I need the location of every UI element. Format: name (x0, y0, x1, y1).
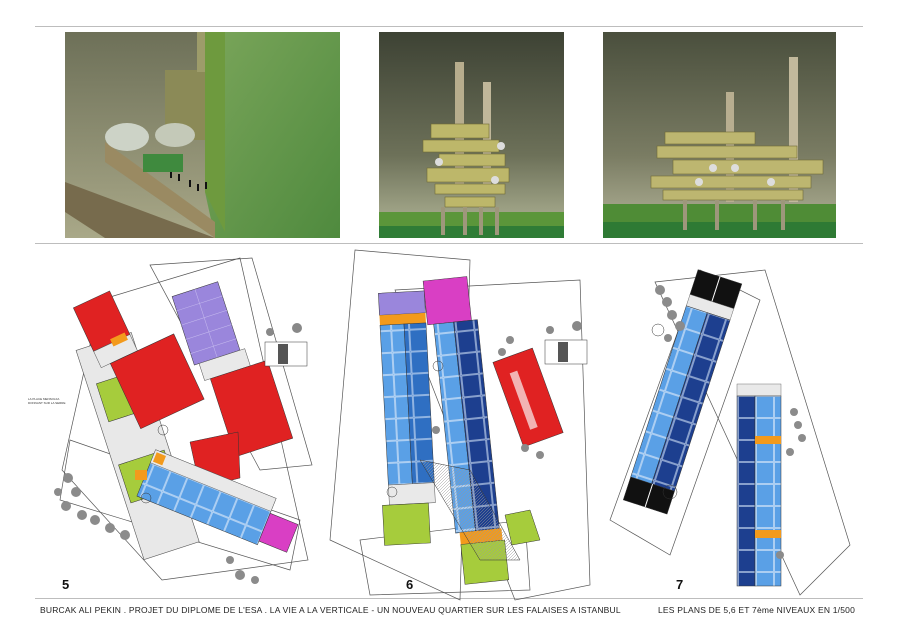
plan5-section-icon (264, 323, 308, 367)
top-divider (35, 26, 863, 27)
plan5-violet-wing (171, 281, 294, 458)
svg-text:DONNANT SUR LA SERRE: DONNANT SUR LA SERRE (28, 401, 65, 405)
plan6-left-tower (378, 290, 436, 546)
plan5-red-wing-a (73, 290, 205, 430)
bottom-divider (35, 598, 863, 599)
render-terrace-perspective (65, 32, 340, 238)
render-tower-side (603, 32, 836, 238)
plans-scale-caption: LES PLANS DE 5,6 ET 7ème NIVEAUX EN 1/50… (657, 605, 855, 615)
svg-text:LA PLACE MENSOLFA: LA PLACE MENSOLFA (28, 397, 59, 401)
project-caption: BURCAK ALI PEKIN . PROJET DU DIPLOME DE … (40, 605, 621, 615)
plan-level-6 (329, 249, 591, 601)
middle-divider (35, 243, 863, 244)
plan6-section-icon (544, 321, 588, 365)
plan-level-5: LA PLACE MENSOLFA DONNANT SUR LA SERRE (28, 257, 313, 584)
level-6-label: 6 (406, 577, 414, 592)
plan6-red-wing (492, 347, 564, 448)
plan-level-7 (609, 269, 851, 596)
plan7-left-tower (622, 269, 743, 515)
level-5-label: 5 (62, 577, 70, 592)
plan7-right-tower (736, 383, 782, 587)
level-7-label: 7 (676, 577, 684, 592)
render-tower-front (379, 32, 564, 238)
plan5-blue-wing (136, 449, 299, 553)
